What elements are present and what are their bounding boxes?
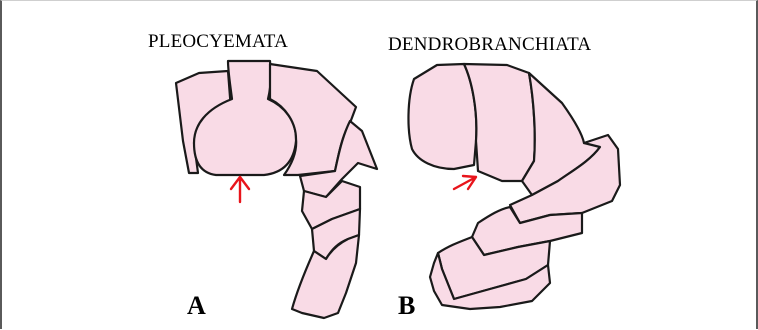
pleura-arrow-b [454,176,476,189]
segment-b1 [408,64,476,169]
panel-a-letter: A [187,291,206,321]
pleura-arrow-a [231,177,249,202]
panel-b-letter: B [398,291,415,321]
dendrobranchiata-abdomen [408,64,620,309]
pleocyemata-abdomen [176,61,377,318]
